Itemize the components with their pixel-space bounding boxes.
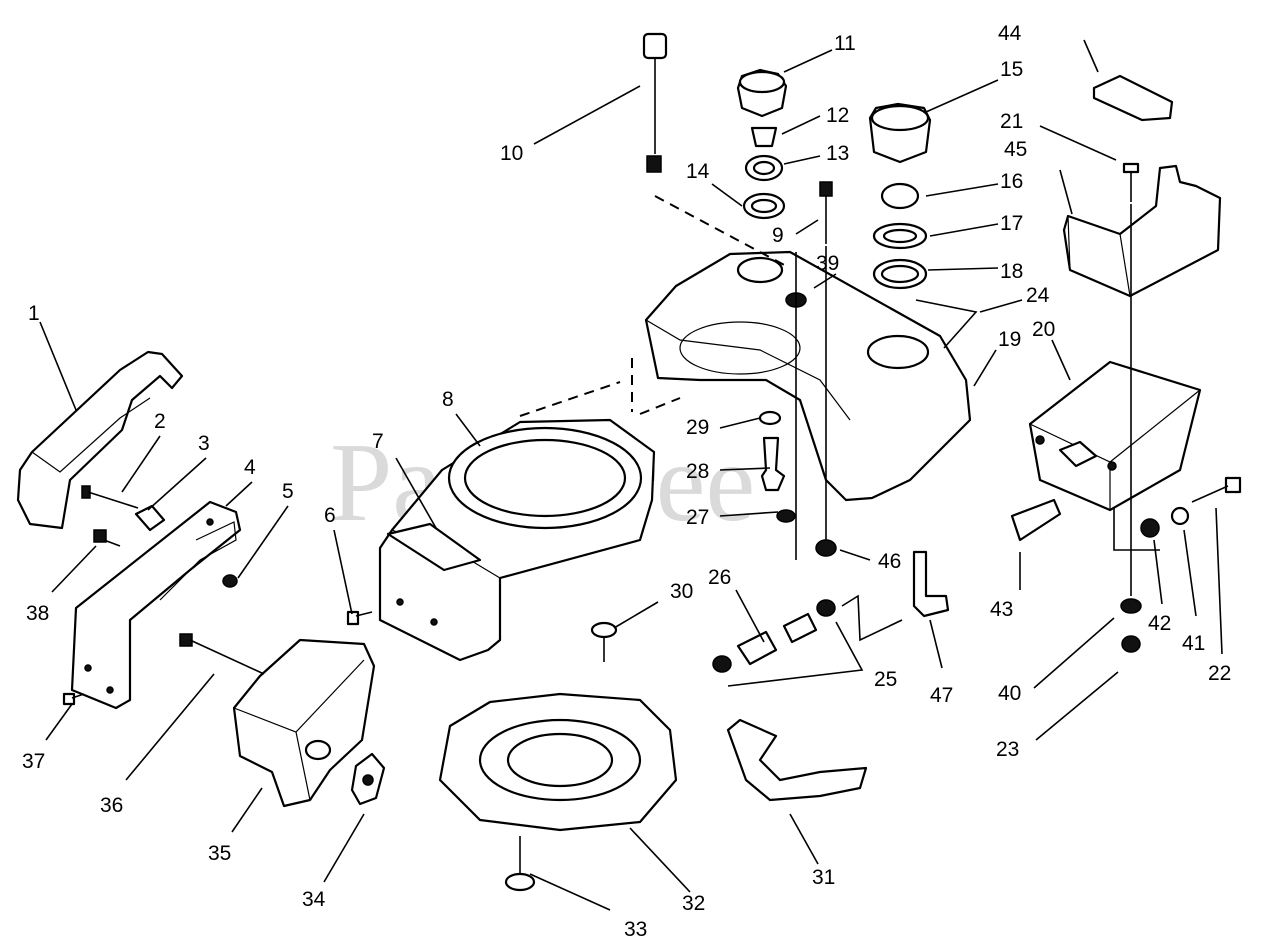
assembly-guide-lines [519, 195, 1160, 642]
callout-14: 14 [686, 160, 710, 183]
part-13-seal [744, 154, 784, 182]
part-40-lock-washer [1120, 598, 1142, 614]
callout-46: 46 [878, 550, 901, 573]
callout-26: 26 [708, 566, 731, 589]
part-29-washer [758, 410, 782, 426]
part-20-control-box [1028, 360, 1202, 512]
callout-40: 40 [998, 682, 1021, 705]
part-27-clip [776, 509, 796, 523]
part-18-seal-ring [872, 258, 928, 290]
part-47-elbow [912, 550, 950, 618]
callout-16: 16 [1000, 170, 1023, 193]
callout-23: 23 [996, 738, 1019, 761]
part-31-strap [726, 718, 868, 802]
callout-1: 1 [28, 302, 40, 325]
callout-10: 10 [500, 142, 523, 165]
callout-3: 3 [198, 432, 210, 455]
callout-28: 28 [686, 460, 709, 483]
part-28-fitting [760, 436, 786, 492]
callout-17: 17 [1000, 212, 1023, 235]
part-10-primer [642, 32, 668, 173]
part-3-spacer [134, 504, 166, 532]
part-14-gasket [742, 192, 786, 220]
callout-44: 44 [998, 22, 1022, 45]
callout-43: 43 [990, 598, 1013, 621]
part-44-pad [1092, 74, 1174, 122]
callout-9: 9 [772, 224, 784, 247]
part-22-bolt [1191, 476, 1242, 503]
callout-47: 47 [930, 684, 953, 707]
callout-19: 19 [998, 328, 1021, 351]
callout-18: 18 [1000, 260, 1023, 283]
part-5-nut [222, 574, 238, 588]
part-2-bolt [81, 485, 139, 509]
callout-42: 42 [1148, 612, 1171, 635]
part-9-bolt [819, 181, 833, 244]
part-8-ring [447, 426, 643, 530]
callout-29: 29 [686, 416, 709, 439]
part-19-fuel-tank [644, 250, 972, 502]
callout-45: 45 [1004, 138, 1027, 161]
callout-38: 38 [26, 602, 49, 625]
callout-11: 11 [834, 32, 856, 55]
callout-6: 6 [324, 504, 336, 527]
part-26-hose [736, 612, 818, 666]
callout-31: 31 [812, 866, 835, 889]
callout-8: 8 [442, 388, 454, 411]
callout-25: 25 [874, 668, 897, 691]
callout-32: 32 [682, 892, 705, 915]
part-11-cap [736, 68, 788, 118]
callout-27: 27 [686, 506, 709, 529]
part-1-cover [16, 350, 184, 530]
callout-34: 34 [302, 888, 326, 911]
part-35-muffler [232, 638, 376, 808]
callout-39: 39 [816, 252, 839, 275]
part-23-nut [1121, 635, 1141, 653]
leader-lines [39, 39, 1223, 911]
callout-4: 4 [244, 456, 256, 479]
part-21-screw [1122, 162, 1140, 202]
callout-labels: 1 2 3 4 5 6 7 8 9 10 11 12 13 14 15 16 1… [22, 22, 1231, 941]
part-43-spacer [1010, 498, 1062, 542]
part-30-screw [590, 621, 618, 662]
part-38-screw [93, 529, 121, 547]
callout-36: 36 [100, 794, 123, 817]
callout-24: 24 [1026, 284, 1050, 307]
callout-13: 13 [826, 142, 849, 165]
callout-41: 41 [1182, 632, 1205, 655]
callout-12: 12 [826, 104, 849, 127]
callout-15: 15 [1000, 58, 1023, 81]
callout-2: 2 [154, 410, 166, 433]
part-45-bracket [1062, 164, 1222, 298]
callout-5: 5 [282, 480, 294, 503]
part-25-clamps [712, 599, 836, 673]
part-4-bracket [70, 500, 242, 710]
part-32-baffle-plate [438, 692, 678, 832]
part-17-washer [872, 222, 928, 250]
callout-30: 30 [670, 580, 693, 603]
callout-20: 20 [1032, 318, 1055, 341]
callout-37: 37 [22, 750, 45, 773]
part-37-screw [62, 692, 85, 706]
callout-35: 35 [208, 842, 231, 865]
part-33-bolt [504, 836, 536, 892]
part-46-nut [815, 539, 837, 557]
part-42-washer [1140, 518, 1160, 538]
callout-21: 21 [1000, 110, 1023, 133]
part-34-gasket [350, 752, 386, 806]
part-15-fuel-cap [868, 102, 932, 164]
part-36-bolt [179, 633, 265, 675]
callout-22: 22 [1208, 662, 1231, 685]
part-6-screw [346, 610, 373, 626]
part-16-insert [880, 182, 920, 210]
callout-7: 7 [372, 430, 384, 453]
callout-33: 33 [624, 918, 647, 941]
part-41-washer [1170, 506, 1190, 526]
part-12-cup [750, 126, 778, 148]
